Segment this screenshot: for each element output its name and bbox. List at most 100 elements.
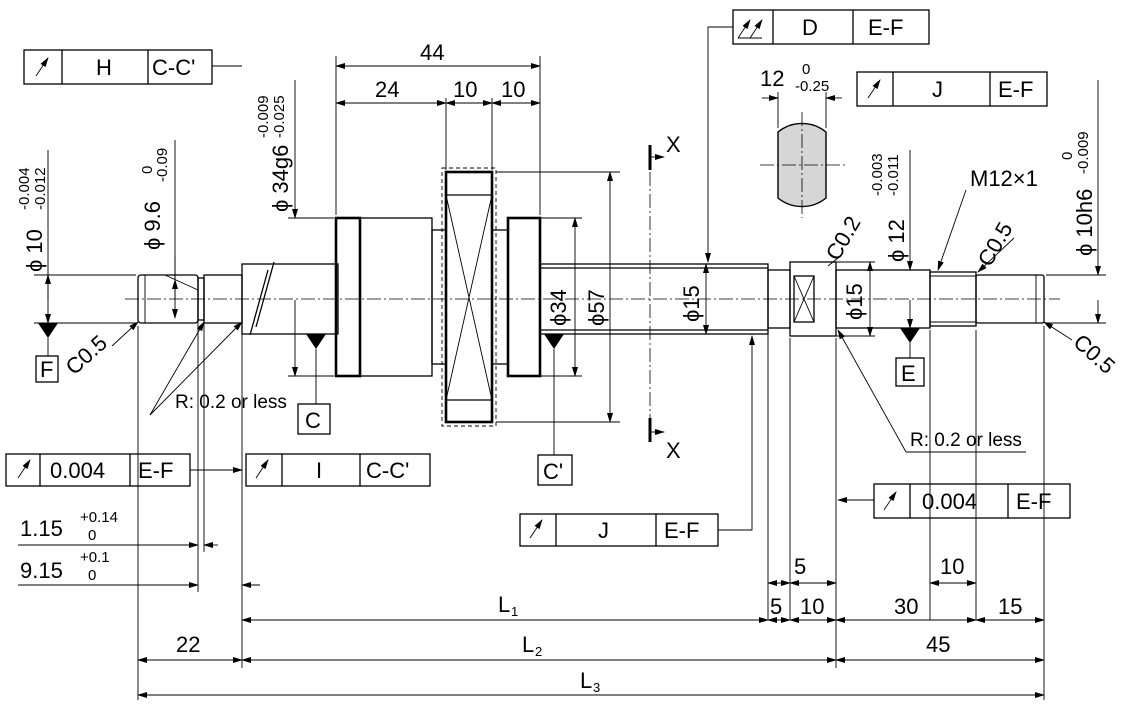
nut-length-dims: 44 24 10 10: [335, 40, 541, 215]
dim-44: 44: [420, 40, 444, 65]
svg-text:22: 22: [176, 632, 200, 657]
svg-text:ϕ57: ϕ57: [584, 289, 609, 326]
svg-text:J: J: [932, 77, 943, 102]
ball-nut: [334, 167, 542, 427]
svg-text:C': C': [543, 459, 563, 484]
svg-text:H: H: [96, 55, 112, 80]
radius-notes: R: 0.2 or less R: 0.2 or less: [149, 321, 1026, 453]
dim-10a: 10: [453, 77, 477, 102]
svg-text:0: 0: [1059, 152, 1076, 160]
dim-dia10h6: ϕ 10h6 0 -0.009: [1046, 80, 1106, 324]
svg-text:45: 45: [926, 632, 950, 657]
datum-E: E: [895, 328, 925, 387]
dim-dia34g6: ϕ 34g6 -0.009 -0.025: [255, 80, 334, 377]
svg-text:C-C': C-C': [366, 458, 409, 483]
svg-text:-0.09: -0.09: [154, 148, 171, 182]
svg-text:9.15: 9.15: [20, 558, 63, 583]
d-flat-dim: 12: [760, 66, 784, 91]
svg-text:0.004: 0.004: [922, 489, 977, 514]
svg-text:E-F: E-F: [998, 77, 1033, 102]
svg-text:-0.004: -0.004: [16, 167, 33, 210]
chamfer-and-thread-labels: M12×1 C0.2 C0.5 C0.5 C0.5: [61, 166, 1120, 380]
svg-text:-0.025: -0.025: [271, 95, 288, 138]
svg-text:E-F: E-F: [138, 458, 173, 483]
svg-text:0.004: 0.004: [50, 458, 105, 483]
datum-F: F: [35, 323, 59, 383]
svg-text:-0.009: -0.009: [1075, 131, 1092, 174]
svg-text:5: 5: [770, 594, 782, 619]
dim-dia9-6: ϕ 9.6 0 -0.09: [139, 140, 199, 319]
svg-text:E: E: [901, 361, 916, 386]
svg-text:L: L: [580, 668, 592, 693]
svg-text:15: 15: [998, 594, 1022, 619]
svg-text:R: 0.2 or less: R: 0.2 or less: [175, 392, 287, 413]
svg-text:ϕ 10h6: ϕ 10h6: [1072, 189, 1097, 256]
svg-text:E-F: E-F: [664, 518, 699, 543]
svg-text:I: I: [316, 458, 322, 483]
svg-text:F: F: [40, 357, 53, 382]
nut-seat: [241, 263, 339, 335]
svg-text:10: 10: [800, 594, 824, 619]
tolerance-frame-J-mid: J E-F: [519, 335, 755, 547]
dim-dia15-right: ϕ15: [836, 261, 875, 337]
svg-text:3: 3: [593, 680, 600, 695]
svg-text:ϕ 9.6: ϕ 9.6: [140, 201, 165, 250]
svg-text:L: L: [498, 592, 510, 617]
svg-text:E-F: E-F: [868, 15, 903, 40]
svg-text:-0.25: -0.25: [795, 78, 829, 95]
svg-text:5: 5: [794, 554, 806, 579]
tolerance-frame-D: D E-F: [705, 9, 930, 263]
svg-text:10: 10: [940, 554, 964, 579]
svg-text:ϕ15: ϕ15: [842, 283, 867, 320]
dim-10b: 10: [501, 77, 525, 102]
svg-text:ϕ 10: ϕ 10: [22, 229, 47, 272]
tolerance-frame-left-004: 0.004 E-F: [5, 453, 243, 487]
svg-text:-0.012: -0.012: [32, 167, 49, 210]
svg-text:ϕ34: ϕ34: [546, 289, 571, 326]
svg-text:+0.1: +0.1: [80, 549, 110, 566]
tolerance-frame-I: I C-C': [245, 453, 431, 487]
dim-dia15-shaft: ϕ15: [679, 263, 709, 335]
svg-text:1: 1: [511, 604, 518, 619]
screw-shaft: [137, 261, 1045, 337]
tolerance-frame-J-top: J E-F: [856, 71, 1048, 107]
svg-text:J: J: [598, 518, 609, 543]
dim-dia12: ϕ 12 -0.003 -0.011: [869, 150, 913, 329]
svg-text:ϕ 12: ϕ 12: [884, 219, 909, 262]
dim-dia10-left: ϕ 10 -0.004 -0.012: [16, 150, 136, 324]
svg-text:1.15: 1.15: [20, 516, 63, 541]
tolerance-frame-right-004: 0.004 E-F: [837, 483, 1071, 519]
svg-text:0: 0: [802, 61, 810, 78]
datum-C-prime: C': [537, 334, 573, 486]
dim-24: 24: [375, 77, 399, 102]
svg-text:0: 0: [88, 567, 96, 584]
svg-text:C0.2: C0.2: [821, 212, 866, 265]
groove-dims: 1.15 +0.14 0 9.15 +0.1 0: [18, 320, 260, 668]
svg-text:-0.009: -0.009: [255, 95, 272, 138]
svg-text:-0.003: -0.003: [869, 153, 886, 196]
svg-text:-0.011: -0.011: [885, 155, 902, 196]
svg-text:0: 0: [139, 166, 156, 174]
svg-text:R: 0.2 or less: R: 0.2 or less: [910, 430, 1022, 451]
length-dims: 5 10 L 1 5 10 30 15 22 L 2 45 L 3: [137, 326, 1045, 700]
tolerance-frame-H: H C-C': [23, 49, 242, 85]
svg-text:M12×1: M12×1: [970, 166, 1038, 191]
section-x-label-top: X: [666, 132, 681, 157]
svg-text:0: 0: [88, 527, 96, 544]
svg-text:L: L: [522, 632, 534, 657]
dim-dia34-57: ϕ34 ϕ57: [496, 171, 620, 423]
svg-text:E-F: E-F: [1016, 489, 1051, 514]
svg-text:C0.5: C0.5: [61, 330, 112, 380]
end-journal: [975, 274, 1045, 324]
svg-text:30: 30: [894, 594, 918, 619]
svg-text:ϕ 34g6: ϕ 34g6: [268, 145, 293, 212]
svg-text:C-C': C-C': [152, 55, 195, 80]
datum-C: C: [297, 334, 331, 435]
svg-text:ϕ15: ϕ15: [679, 285, 704, 322]
d-cut-section: 12 0 -0.25: [760, 61, 846, 218]
svg-text:C0.5: C0.5: [1069, 329, 1120, 379]
section-x-label-bottom: X: [666, 438, 681, 463]
section-x-markers: X X: [648, 132, 681, 463]
svg-text:C0.5: C0.5: [973, 218, 1018, 271]
